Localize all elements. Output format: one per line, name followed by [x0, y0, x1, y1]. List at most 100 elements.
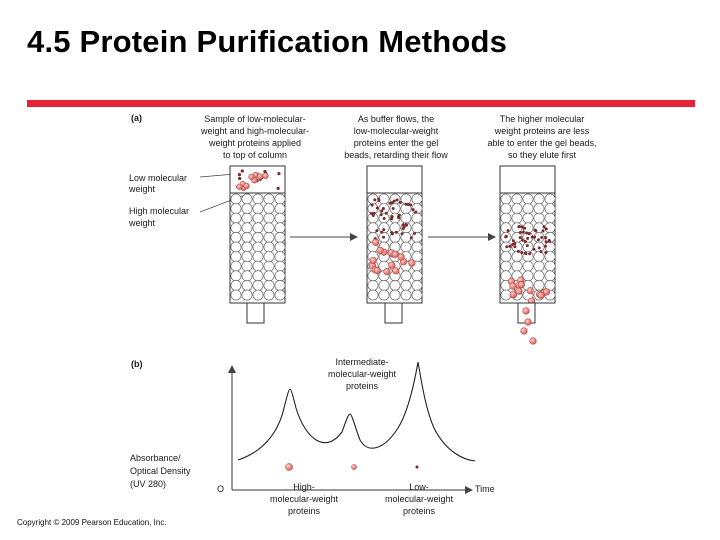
gel-bead [241, 289, 253, 301]
small-protein [392, 199, 396, 203]
gel-bead [500, 203, 512, 214]
gel-bead [367, 193, 379, 205]
step3-caption-line: able to enter the gel beads, [487, 138, 596, 148]
small-protein [413, 231, 417, 235]
gel-bead [544, 270, 556, 282]
eluate-droplet [522, 307, 530, 315]
gel-bead [230, 279, 242, 291]
gel-bead [230, 203, 242, 214]
low-mw-peak-label: proteins [403, 506, 436, 516]
large-protein [537, 291, 545, 299]
column-step2 [366, 165, 423, 324]
large-protein [517, 281, 525, 289]
gel-bead [533, 193, 545, 205]
gel-bead [400, 270, 412, 282]
large-protein [376, 246, 384, 254]
gel-bead [263, 212, 275, 224]
gel-bead [389, 289, 401, 301]
gel-bead [500, 289, 512, 301]
gel-bead [263, 203, 275, 214]
gel-bead [411, 193, 423, 205]
small-protein [543, 244, 547, 248]
buffer-layer [499, 165, 556, 194]
small-protein [523, 226, 527, 230]
gel-bead [274, 222, 286, 234]
gel-bead [533, 251, 545, 262]
high-mw-label: High molecular [129, 206, 189, 216]
small-protein [390, 215, 394, 219]
small-protein [523, 239, 527, 243]
gel-bead [367, 289, 379, 301]
large-protein [397, 253, 405, 261]
gel-bead [263, 279, 275, 291]
small-protein [382, 235, 386, 239]
gel-bead [230, 260, 242, 272]
intermediate-mw-label: proteins [346, 381, 379, 391]
gel-bead [252, 241, 264, 253]
gel-bead [411, 270, 423, 282]
x-axis-label: Time [475, 484, 495, 494]
gel-bead [230, 251, 242, 262]
gel-bead [378, 289, 390, 301]
high-mw-leader-line [199, 189, 259, 213]
large-protein [392, 267, 400, 275]
large-protein [391, 250, 399, 258]
small-protein [382, 217, 386, 221]
small-protein [518, 230, 522, 234]
large-protein [256, 173, 264, 180]
gel-bead [411, 241, 423, 253]
large-protein [408, 259, 416, 267]
gel-bead [274, 289, 286, 301]
gel-bead [252, 222, 264, 234]
copyright-notice: Copyright © 2009 Pearson Education, Inc. [17, 518, 167, 527]
small-protein [540, 236, 544, 240]
gel-bead [230, 231, 242, 243]
gel-bead [263, 231, 275, 243]
gel-bead [400, 289, 412, 301]
gel-bead [263, 260, 275, 272]
small-protein [541, 229, 545, 233]
small-protein [537, 246, 541, 250]
gel-bead [252, 203, 264, 214]
gel-bead [230, 212, 242, 224]
small-protein [513, 245, 517, 249]
gel-bead [533, 203, 545, 214]
intermediate-protein-marker [351, 464, 357, 470]
high-mw-peak-label: molecular-weight [270, 494, 339, 504]
gel-bead [389, 279, 401, 291]
gel-bead [522, 270, 534, 282]
step2-caption-line: As buffer flows, the [358, 114, 434, 124]
small-protein [384, 211, 388, 215]
gel-bead [533, 260, 545, 272]
step3-caption-line: The higher molecular [500, 114, 585, 124]
small-protein [390, 217, 394, 221]
y-axis-label: (UV 280) [130, 479, 166, 489]
small-protein [406, 202, 410, 206]
small-protein [409, 236, 413, 240]
large-protein [372, 238, 380, 246]
small-protein [544, 227, 548, 231]
gel-bead [252, 270, 264, 282]
small-protein [525, 231, 529, 235]
gel-bead [252, 279, 264, 291]
intermediate-mw-label: Intermediate- [335, 357, 388, 367]
small-protein [402, 225, 406, 229]
small-protein [544, 240, 548, 244]
gel-bead [241, 251, 253, 262]
gel-bead [263, 222, 275, 234]
large-protein [236, 183, 243, 190]
small-protein [511, 239, 515, 243]
small-protein [400, 232, 404, 236]
gel-bead [274, 231, 286, 243]
column-step1 [229, 165, 286, 324]
small-protein [238, 176, 242, 181]
gel-bead [378, 193, 390, 205]
small-protein [381, 206, 385, 210]
gel-bead [263, 193, 275, 205]
gel-bead [378, 279, 390, 291]
large-protein [243, 182, 250, 190]
small-protein [516, 249, 520, 253]
gel-bead [274, 203, 286, 214]
column-step3 [499, 165, 556, 324]
